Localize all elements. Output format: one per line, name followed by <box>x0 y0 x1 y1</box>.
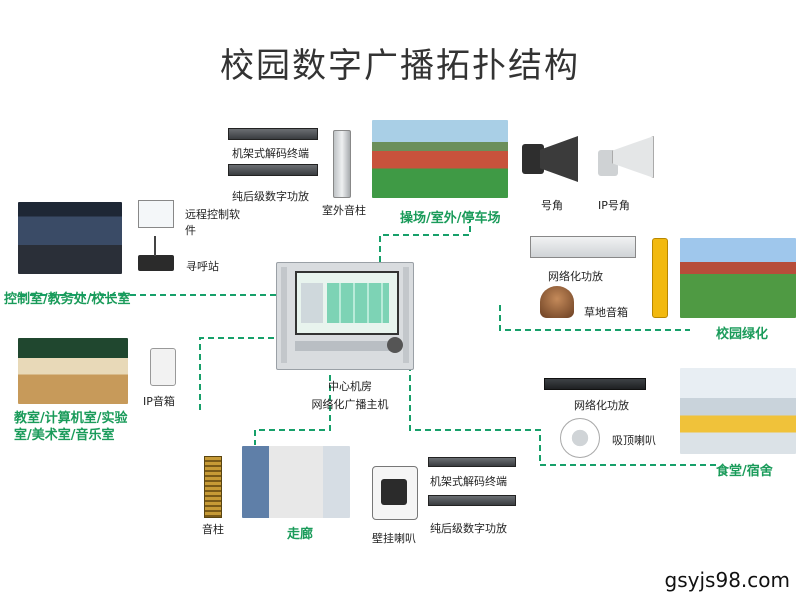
playground-photo <box>372 120 508 198</box>
classroom-photo <box>18 338 128 404</box>
ceiling-speaker-label: 吸顶喇叭 <box>612 434 656 447</box>
amp-top-image <box>228 164 318 176</box>
host-screen <box>295 271 399 335</box>
amp-top-label: 纯后级数字功放 <box>232 190 309 203</box>
wall-speaker-image <box>372 466 418 520</box>
horn-label: 号角 <box>541 199 563 212</box>
zone-control-label: 控制室/教务处/校长室 <box>4 292 131 307</box>
zone-canteen-label: 食堂/宿舍 <box>716 464 773 479</box>
ip-horn-label: IP号角 <box>598 199 630 212</box>
link-corridor <box>254 375 331 445</box>
amp-bottom-image <box>428 495 516 506</box>
zone-classroom-label: 教室/计算机室/实验室/美术室/音乐室 <box>14 411 128 443</box>
link-canteen <box>409 365 720 466</box>
zone-corridor-label: 走廊 <box>287 527 314 542</box>
software-screen-image <box>138 200 174 228</box>
link-classroom <box>199 337 278 410</box>
center-label-line1: 中心机房 <box>328 380 372 393</box>
ip-speaker-image <box>150 348 176 386</box>
remote-software-label: 远程控制软件 <box>185 208 240 237</box>
corridor-photo <box>242 446 350 518</box>
rack-decoder-top-label: 机架式解码终端 <box>232 147 309 160</box>
campus-green-photo <box>680 238 796 318</box>
ip-horn-image <box>598 132 654 184</box>
rack-decoder-top-image <box>228 128 318 140</box>
network-amp-canteen-image <box>544 378 646 390</box>
zone-playground-label: 操场/室外/停车场 <box>400 211 501 226</box>
rack-decoder-bottom-image <box>428 457 516 467</box>
center-label-line2: 网络化广播主机 <box>311 398 389 411</box>
column-speaker-label: 音柱 <box>202 523 224 536</box>
diagram-title: 校园数字广播拓扑结构 <box>220 46 580 86</box>
ceiling-speaker-image <box>560 418 600 458</box>
link-green <box>499 305 690 331</box>
network-broadcast-host <box>276 262 414 370</box>
horn-image <box>522 136 578 184</box>
lawn-speaker-image <box>540 286 574 318</box>
watermark-text: gsyjs98.com <box>664 568 790 592</box>
outdoor-column-label: 室外音柱 <box>322 204 366 217</box>
network-amp-green-image <box>530 236 636 258</box>
amp-bottom-label: 纯后级数字功放 <box>430 522 507 535</box>
outdoor-column-image <box>333 130 351 198</box>
paging-station-image <box>138 255 174 271</box>
paging-station-label: 寻呼站 <box>186 260 219 273</box>
wall-speaker-label: 壁挂喇叭 <box>372 532 416 545</box>
rack-decoder-bottom-label: 机架式解码终端 <box>430 475 507 488</box>
network-amp-canteen-label: 网络化功放 <box>574 399 629 412</box>
link-playground <box>379 220 471 262</box>
pole-speaker-image <box>652 238 668 318</box>
network-amp-green-label: 网络化功放 <box>548 270 603 283</box>
lawn-speaker-label: 草地音箱 <box>584 306 628 319</box>
canteen-photo <box>680 368 796 454</box>
zone-green-label: 校园绿化 <box>716 327 769 342</box>
paging-mic-image <box>154 236 156 256</box>
column-speaker-image <box>204 456 222 518</box>
ip-speaker-label: IP音箱 <box>143 395 175 408</box>
control-room-photo <box>18 202 122 274</box>
